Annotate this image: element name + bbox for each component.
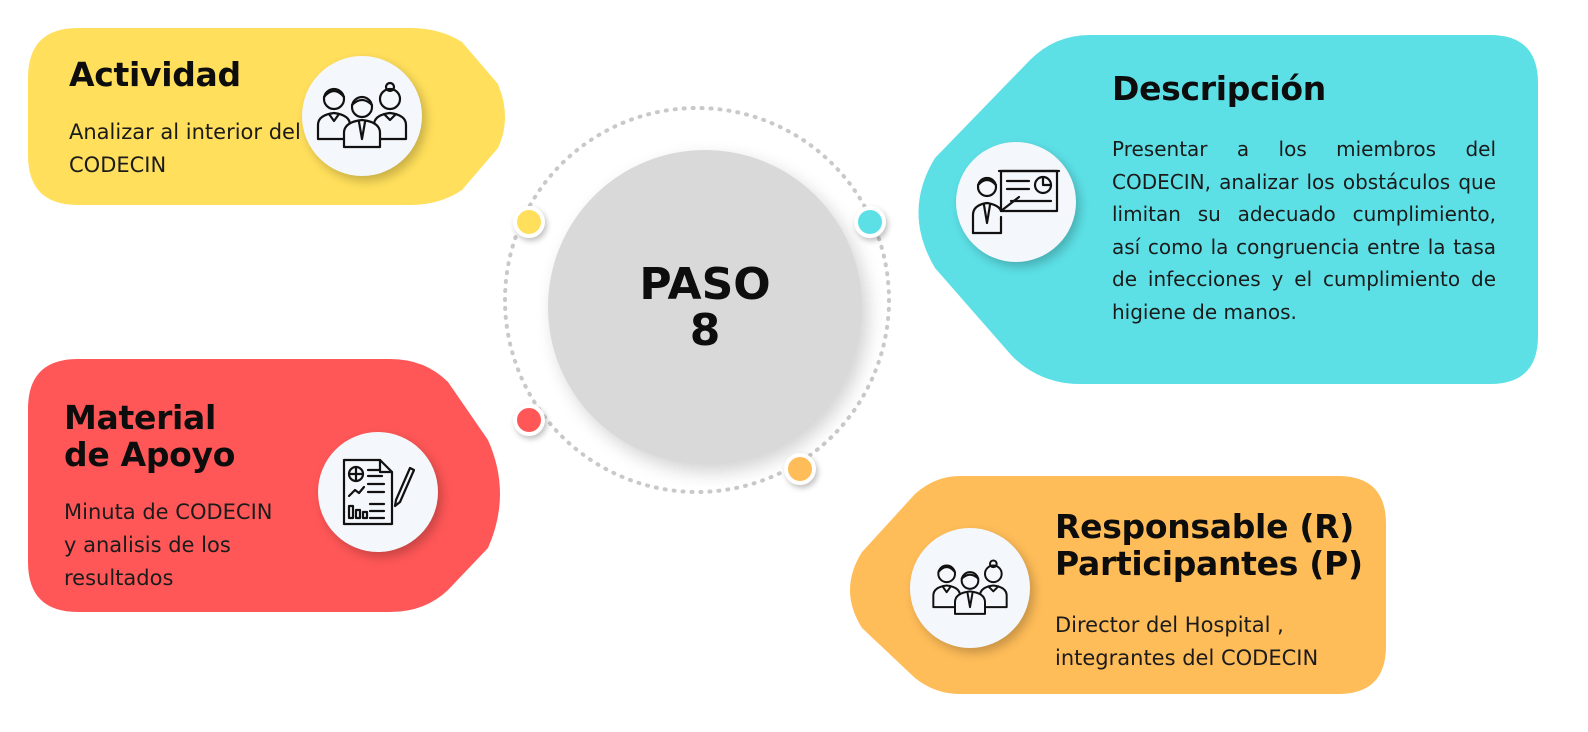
descripcion-panel [918, 35, 1538, 384]
material-text-line3: resultados [64, 566, 174, 590]
material-text-line1: Minuta de CODECIN [64, 500, 273, 524]
actividad-text-line1: Analizar al interior del [69, 120, 301, 144]
responsable-title-line1: Responsable (R) [1055, 507, 1355, 546]
dot-red [513, 404, 545, 436]
descripcion-icon-circle [956, 142, 1076, 262]
responsable-text: Director del Hospital , integrantes del … [1055, 609, 1365, 675]
presentation-icon [971, 169, 1061, 235]
responsable-title: Responsable (R) Participantes (P) [1055, 507, 1363, 583]
responsable-text-line2: integrantes del CODECIN [1055, 646, 1319, 670]
material-title: Material de Apoyo [64, 398, 236, 474]
material-text-line2: y analisis de los [64, 533, 231, 557]
step-label: PASO 8 [548, 262, 862, 354]
responsable-icon-circle [910, 528, 1030, 648]
descripcion-title: Descripción [1112, 69, 1326, 108]
center-circle [548, 150, 862, 464]
material-icon-circle [318, 432, 438, 552]
dotted-ring [503, 106, 891, 494]
actividad-text-line2: CODECIN [69, 153, 167, 177]
actividad-title: Actividad [69, 55, 241, 94]
actividad-icon-circle [302, 56, 422, 176]
step-word: PASO [639, 259, 771, 310]
material-title-line1: Material [64, 398, 217, 437]
team-people-icon [932, 559, 1008, 615]
dot-cyan [854, 206, 886, 238]
team-people-icon [316, 81, 408, 149]
descripcion-text: Presentar a los miembros del CODECIN, an… [1112, 137, 1496, 324]
dot-yellow [513, 206, 545, 238]
dot-orange [784, 453, 816, 485]
responsable-text-line1: Director del Hospital , [1055, 613, 1284, 637]
step-number: 8 [689, 305, 721, 356]
material-text: Minuta de CODECIN y analisis de los resu… [64, 496, 324, 595]
actividad-text: Analizar al interior del CODECIN [69, 116, 329, 182]
document-report-icon [342, 458, 416, 526]
responsable-title-line2: Participantes (P) [1055, 543, 1363, 583]
material-title-line2: de Apoyo [64, 434, 236, 474]
